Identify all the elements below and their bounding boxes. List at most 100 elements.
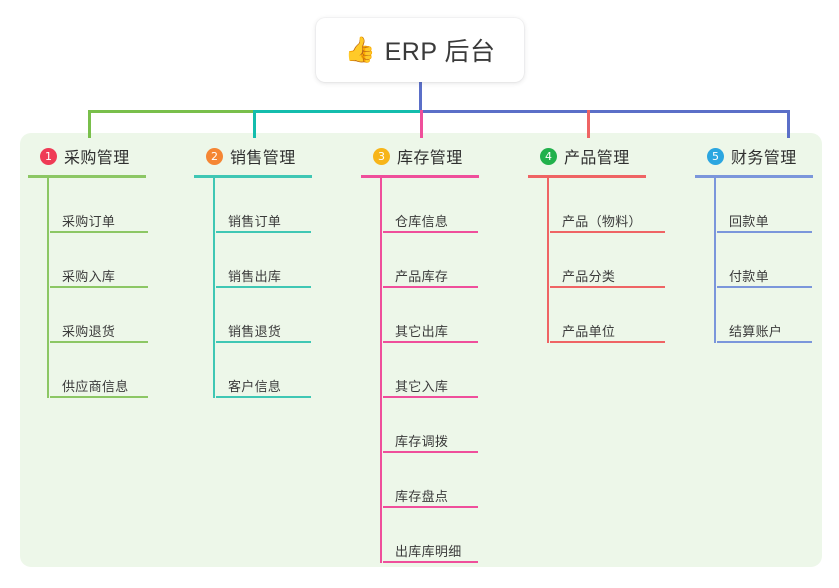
menu-item-rule xyxy=(383,506,478,508)
menu-item-label: 结算账户 xyxy=(729,324,783,339)
column-items-sales: 销售订单销售出库销售退货客户信息 xyxy=(194,178,312,398)
menu-item-label: 库存盘点 xyxy=(395,489,449,504)
connector-bus-blue xyxy=(420,110,790,113)
menu-item-rule xyxy=(550,231,665,233)
menu-item-rule xyxy=(383,341,478,343)
connector-drop-inventory xyxy=(420,110,423,138)
menu-item-label: 销售退货 xyxy=(228,324,282,339)
menu-item-label: 产品（物料） xyxy=(562,214,642,229)
menu-item[interactable]: 库存调拨 xyxy=(383,398,479,453)
menu-item[interactable]: 销售退货 xyxy=(216,288,312,343)
column-rule-purchase xyxy=(28,175,146,178)
column-rule-finance xyxy=(695,175,813,178)
menu-item-rule xyxy=(383,451,478,453)
menu-item-rule xyxy=(383,231,478,233)
menu-item-label: 其它入库 xyxy=(395,379,449,394)
diagram-panel xyxy=(20,133,822,567)
menu-item-rule xyxy=(717,286,812,288)
menu-item-label: 销售出库 xyxy=(228,269,282,284)
menu-item[interactable]: 采购订单 xyxy=(50,178,148,233)
menu-item-label: 付款单 xyxy=(729,269,769,284)
menu-item-rule xyxy=(216,286,311,288)
menu-item-rule xyxy=(216,396,311,398)
thumbs-up-icon: 👍 xyxy=(344,35,376,64)
menu-item-rule xyxy=(717,231,812,233)
menu-item[interactable]: 出库库明细 xyxy=(383,508,479,563)
column-badge-purchase: 1 xyxy=(40,147,57,165)
menu-item[interactable]: 产品分类 xyxy=(550,233,665,288)
menu-item[interactable]: 其它出库 xyxy=(383,288,479,343)
column-trunk-inventory xyxy=(380,178,382,563)
menu-item[interactable]: 采购入库 xyxy=(50,233,148,288)
menu-item-rule xyxy=(50,286,148,288)
column-trunk-finance xyxy=(714,178,716,343)
column-trunk-product xyxy=(547,178,549,343)
root-node-erp-backend[interactable]: 👍 ERP 后台 xyxy=(316,18,524,82)
menu-item-label: 出库库明细 xyxy=(395,544,462,559)
menu-item[interactable]: 产品单位 xyxy=(550,288,665,343)
column-items-inventory: 仓库信息产品库存其它出库其它入库库存调拨库存盘点出库库明细 xyxy=(361,178,479,563)
menu-item-label: 仓库信息 xyxy=(395,214,449,229)
column-title-finance: 财务管理 xyxy=(731,150,797,167)
menu-item-rule xyxy=(383,286,478,288)
menu-item[interactable]: 结算账户 xyxy=(717,288,813,343)
menu-item[interactable]: 销售出库 xyxy=(216,233,312,288)
menu-item-rule xyxy=(216,341,311,343)
column-title-inventory: 库存管理 xyxy=(397,150,463,167)
menu-item-rule xyxy=(50,341,148,343)
column-rule-sales xyxy=(194,175,312,178)
column-header-sales[interactable]: 2 销售管理 xyxy=(194,143,312,169)
menu-item-label: 产品单位 xyxy=(562,324,616,339)
menu-item-label: 回款单 xyxy=(729,214,769,229)
connector-root-stem xyxy=(419,80,422,112)
menu-item-label: 其它出库 xyxy=(395,324,449,339)
menu-item[interactable]: 其它入库 xyxy=(383,343,479,398)
connector-drop-purchase xyxy=(88,110,91,138)
menu-item-rule xyxy=(550,286,665,288)
menu-item-rule xyxy=(50,231,148,233)
connector-bus-teal xyxy=(253,110,421,113)
menu-item-rule xyxy=(383,396,478,398)
menu-item[interactable]: 仓库信息 xyxy=(383,178,479,233)
menu-item-rule xyxy=(216,231,311,233)
connector-bus-green xyxy=(88,110,254,113)
menu-item-label: 销售订单 xyxy=(228,214,282,229)
root-node-title: ERP 后台 xyxy=(384,38,496,66)
menu-item-label: 采购订单 xyxy=(62,214,116,229)
column-finance: 5 财务管理回款单付款单结算账户 xyxy=(695,143,813,343)
menu-item-label: 供应商信息 xyxy=(62,379,129,394)
column-title-purchase: 采购管理 xyxy=(64,150,130,167)
menu-item[interactable]: 供应商信息 xyxy=(50,343,148,398)
column-purchase: 1 采购管理采购订单采购入库采购退货供应商信息 xyxy=(28,143,148,398)
menu-item[interactable]: 回款单 xyxy=(717,178,813,233)
menu-item-label: 库存调拨 xyxy=(395,434,449,449)
menu-item[interactable]: 库存盘点 xyxy=(383,453,479,508)
column-header-purchase[interactable]: 1 采购管理 xyxy=(28,143,146,169)
menu-item-rule xyxy=(383,561,478,563)
menu-item[interactable]: 采购退货 xyxy=(50,288,148,343)
column-header-finance[interactable]: 5 财务管理 xyxy=(695,143,813,169)
menu-item[interactable]: 付款单 xyxy=(717,233,813,288)
menu-item[interactable]: 客户信息 xyxy=(216,343,312,398)
menu-item[interactable]: 产品库存 xyxy=(383,233,479,288)
column-sales: 2 销售管理销售订单销售出库销售退货客户信息 xyxy=(194,143,312,398)
menu-item[interactable]: 产品（物料） xyxy=(550,178,665,233)
menu-item-label: 采购退货 xyxy=(62,324,116,339)
column-items-product: 产品（物料） 产品分类产品单位 xyxy=(528,178,665,343)
column-badge-product: 4 xyxy=(540,147,557,165)
column-rule-inventory xyxy=(361,175,479,178)
connector-drop-sales xyxy=(253,110,256,138)
connector-drop-finance xyxy=(787,110,790,138)
menu-item-label: 采购入库 xyxy=(62,269,116,284)
column-items-finance: 回款单付款单结算账户 xyxy=(695,178,813,343)
menu-item-rule xyxy=(50,396,148,398)
column-title-sales: 销售管理 xyxy=(230,150,296,167)
menu-item-label: 产品分类 xyxy=(562,269,616,284)
column-badge-finance: 5 xyxy=(707,147,724,165)
column-items-purchase: 采购订单采购入库采购退货供应商信息 xyxy=(28,178,148,398)
menu-item[interactable]: 销售订单 xyxy=(216,178,312,233)
column-badge-sales: 2 xyxy=(206,147,223,165)
